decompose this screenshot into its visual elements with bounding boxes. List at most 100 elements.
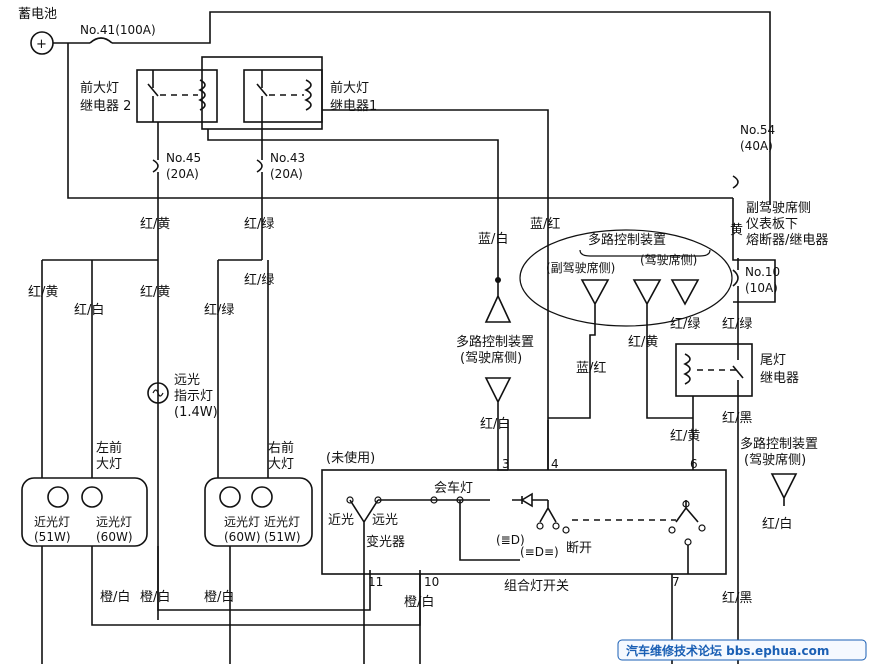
right-high-label: 远光灯 bbox=[224, 515, 260, 529]
fuse-41-icon bbox=[89, 37, 113, 44]
tail-switch-contacts bbox=[675, 500, 699, 523]
right-headlight-label-1: 右前 bbox=[268, 440, 294, 456]
wire-label-red-green-tail: 红/绿 bbox=[722, 316, 752, 332]
wire-label-right-rg2: 红/绿 bbox=[204, 302, 234, 318]
fuse-41-label: No.41(100A) bbox=[80, 23, 156, 37]
fuse-54-amps: (40A) bbox=[740, 139, 773, 153]
tail-relay-box bbox=[675, 343, 753, 397]
tail-relay-coil bbox=[683, 353, 691, 385]
wire-label-red-black-2: 红/黑 bbox=[722, 590, 752, 606]
wire-label-red-yellow: 红/黄 bbox=[140, 216, 170, 232]
wire-label-blue-red-top: 蓝/红 bbox=[530, 216, 560, 232]
switch-icon-b: (≡D≡) bbox=[520, 545, 559, 559]
passenger-box-yellow: 黄 bbox=[730, 223, 743, 238]
relay-1-label-1: 前大灯 bbox=[330, 80, 369, 96]
mpcu-driver-label: (驾驶席侧) bbox=[640, 252, 697, 267]
right-headlight-label-2: 大灯 bbox=[268, 457, 294, 472]
right-high-watt: (60W) bbox=[224, 530, 261, 544]
mpcu-right-icon bbox=[770, 473, 798, 506]
fuse-43-label: No.43 bbox=[270, 151, 305, 165]
tail-relay-contact bbox=[732, 344, 744, 396]
relay-1-contact bbox=[256, 70, 268, 122]
blue-red-wire-main bbox=[322, 109, 549, 470]
relay-2-label-1: 前大灯 bbox=[80, 80, 119, 96]
watermark-text: 汽车维修技术论坛 bbs.ephua.com bbox=[626, 643, 829, 658]
diode-icon bbox=[512, 492, 548, 508]
left-headlight-label-1: 左前 bbox=[96, 440, 122, 456]
passenger-box-label-2: 仪表板下 bbox=[746, 217, 798, 232]
right-low-beam-icon bbox=[251, 486, 273, 508]
battery-label: 蓄电池 bbox=[18, 7, 57, 22]
wire-label-red-white-mid: 红/白 bbox=[480, 416, 510, 432]
wire-label-ow-4: 橙/白 bbox=[404, 594, 434, 610]
battery-plus: + bbox=[36, 37, 47, 52]
switch-off-label: 断开 bbox=[566, 541, 592, 556]
passing-light-label: 会车灯 bbox=[434, 480, 473, 496]
fuse-45-icon bbox=[152, 159, 159, 173]
fuse-54-label: No.54 bbox=[740, 123, 775, 137]
passenger-box-label-1: 副驾驶席侧 bbox=[746, 200, 811, 216]
left-branch bbox=[41, 259, 158, 478]
fuse-10-amps: (10A) bbox=[745, 281, 778, 295]
wire-label-center-ry: 红/黄 bbox=[140, 284, 170, 300]
relay-1-inner bbox=[243, 69, 323, 123]
wire-label-ow-2: 橙/白 bbox=[140, 589, 170, 605]
switch-unused-label: (未使用) bbox=[326, 450, 375, 466]
left-low-beam-icon bbox=[47, 486, 69, 508]
mpcu-driver-icon-a bbox=[632, 279, 693, 419]
wire-label-red-black-1: 红/黑 bbox=[722, 410, 752, 426]
wire-label-left-ry: 红/黄 bbox=[28, 284, 58, 300]
combination-switch-label: 组合灯开关 bbox=[504, 579, 569, 594]
relay-2-label-2: 继电器 2 bbox=[80, 99, 131, 114]
left-high-label: 远光灯 bbox=[96, 515, 132, 529]
wire-label-blue-red: 蓝/红 bbox=[576, 360, 606, 376]
high-beam-indicator-icon bbox=[147, 382, 169, 404]
mpcu-passenger-icon bbox=[548, 279, 610, 419]
fuse-10-icon bbox=[732, 258, 739, 344]
relay-2-coil bbox=[198, 79, 206, 111]
blue-white-wire bbox=[207, 129, 499, 280]
indicator-label-1: 远光 bbox=[174, 373, 200, 388]
relay-2-box bbox=[136, 69, 218, 123]
tail-relay-label-2: 继电器 bbox=[760, 371, 799, 386]
right-branch bbox=[217, 259, 269, 478]
fuse-54-icon bbox=[732, 175, 739, 189]
fuse-43-icon bbox=[256, 159, 263, 173]
pin-11: 11 bbox=[368, 575, 383, 589]
wire-label-red-yellow-r: 红/黄 bbox=[628, 334, 658, 350]
combination-switch-box bbox=[321, 469, 727, 575]
fuse-43-amps: (20A) bbox=[270, 167, 303, 181]
switch-low-label: 近光 bbox=[328, 513, 354, 528]
fuse-box-outline bbox=[67, 43, 733, 199]
wire-label-ow-3: 橙/白 bbox=[204, 589, 234, 605]
wire-label-ow-1: 橙/白 bbox=[100, 589, 130, 605]
pin-7: 7 bbox=[672, 575, 680, 589]
fuse-45-label: No.45 bbox=[166, 151, 201, 165]
wire-label-red-yellow-6: 红/黄 bbox=[670, 428, 700, 444]
right-high-beam-icon bbox=[219, 486, 241, 508]
left-low-label: 近光灯 bbox=[34, 515, 70, 529]
pin-3: 3 bbox=[502, 457, 510, 471]
dimmer-contacts bbox=[349, 499, 520, 574]
mpcu-mid-label-2: (驾驶席侧) bbox=[460, 350, 522, 366]
wire-label-right-rg: 红/绿 bbox=[244, 272, 274, 288]
tail-relay-outputs bbox=[692, 396, 739, 664]
left-high-beam-icon bbox=[81, 486, 103, 508]
mpcu-highlight-ellipse bbox=[519, 229, 733, 327]
pin-10: 10 bbox=[424, 575, 439, 589]
left-high-watt: (60W) bbox=[96, 530, 133, 544]
watermark-box bbox=[617, 639, 867, 661]
mpcu-right-label-2: (驾驶席侧) bbox=[744, 452, 806, 468]
switch-icon-a: (≣D) bbox=[496, 533, 525, 547]
mpcu-mid-label-1: 多路控制装置 bbox=[456, 334, 534, 350]
right-low-watt: (51W) bbox=[264, 530, 301, 544]
tail-relay-label-1: 尾灯 bbox=[760, 353, 786, 368]
passenger-box-label-3: 熔断器/继电器 bbox=[746, 233, 828, 248]
wire-label-red-green-r: 红/绿 bbox=[670, 316, 700, 332]
wire-label-blue-white: 蓝/白 bbox=[478, 231, 508, 247]
orange-white-wires bbox=[41, 546, 371, 664]
relay-1-label-2: 继电器1 bbox=[330, 99, 377, 114]
left-low-watt: (51W) bbox=[34, 530, 71, 544]
left-headlight-label-2: 大灯 bbox=[96, 457, 122, 472]
